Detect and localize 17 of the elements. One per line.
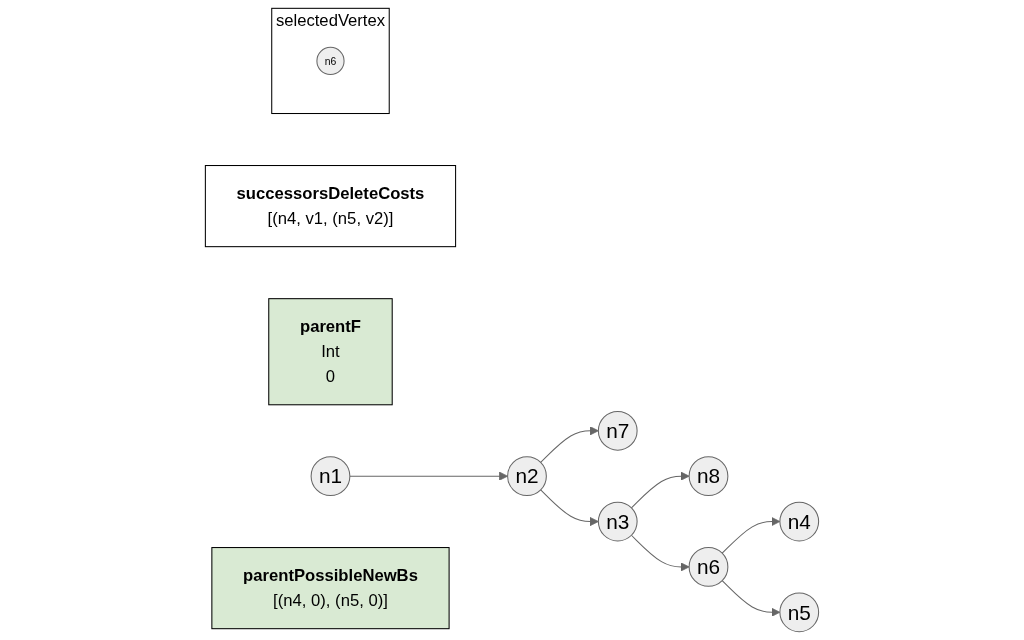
node-circle: n6 xyxy=(316,46,345,76)
node-box: parentF Int 0 xyxy=(268,298,393,406)
node-circle: n5 xyxy=(779,592,820,633)
node-circle: n7 xyxy=(597,410,638,451)
node-box: parentPossibleNewBs [(n4, 0), (n5, 0)] xyxy=(211,547,450,630)
arrow xyxy=(540,426,599,463)
arrow xyxy=(540,489,599,527)
arrow xyxy=(349,471,508,481)
node-circle: n2 xyxy=(507,456,547,497)
node-circle: n3 xyxy=(597,501,638,542)
arrow xyxy=(630,534,690,572)
node-circle: n1 xyxy=(310,456,351,497)
arrow xyxy=(630,471,690,509)
node-circle: n6 xyxy=(688,547,729,587)
node-box: successorsDeleteCosts [(n4, v1, (n5, v2)] xyxy=(204,165,457,248)
node-circle: n4 xyxy=(779,501,820,542)
node-circle: n8 xyxy=(688,456,729,497)
